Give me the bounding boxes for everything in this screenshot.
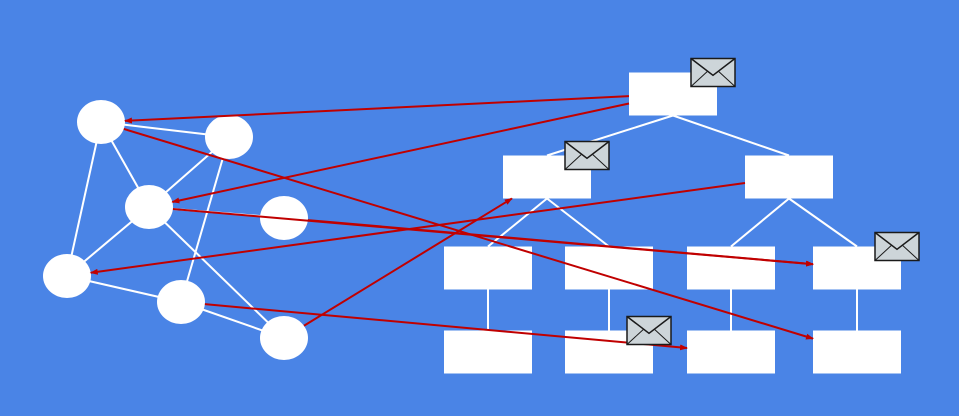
envelope-icon: [874, 231, 920, 262]
tree-edge-a-a1: [487, 197, 548, 248]
envelope-icon: [690, 57, 736, 88]
graph-edge-g2-g6: [180, 136, 230, 303]
tree-edge-a-a2: [546, 197, 610, 248]
tree-node-b: [745, 155, 833, 199]
envelope-icon: [564, 140, 610, 171]
envelope-icon: [626, 315, 672, 346]
tree-node-a1c: [444, 330, 532, 374]
graph-node-g7: [260, 316, 308, 360]
message-arrow-g4-b2: [307, 219, 814, 267]
graph-edge-g3-g7: [148, 206, 285, 339]
tree-node-a1: [444, 246, 532, 290]
tree-nodes: [444, 72, 901, 374]
message-arrow-g6-b1c: [204, 303, 688, 351]
graph-node-g5: [43, 254, 91, 298]
tree-node-b2c: [813, 330, 901, 374]
message-arrow-root-g1: [123, 95, 630, 124]
graph-node-g1: [77, 100, 125, 144]
message-arrows: [89, 95, 814, 351]
tree-edge-b-b2: [788, 197, 858, 248]
graph-node-g3: [125, 185, 173, 229]
graph-edge-g1-g5: [66, 121, 102, 277]
tree-node-b1c: [687, 330, 775, 374]
message-arrow-b-g5: [89, 182, 746, 275]
envelope-icons: [564, 57, 920, 346]
tree-edge-root-b: [672, 114, 790, 157]
graph-nodes: [43, 100, 308, 360]
message-arrow-g1-b2c: [123, 127, 814, 340]
tree-edge-b-b1: [730, 197, 790, 248]
message-arrow-root-g3: [171, 102, 630, 204]
graph-node-g2: [205, 115, 253, 159]
tree-node-b1: [687, 246, 775, 290]
graph-node-g6: [157, 280, 205, 324]
